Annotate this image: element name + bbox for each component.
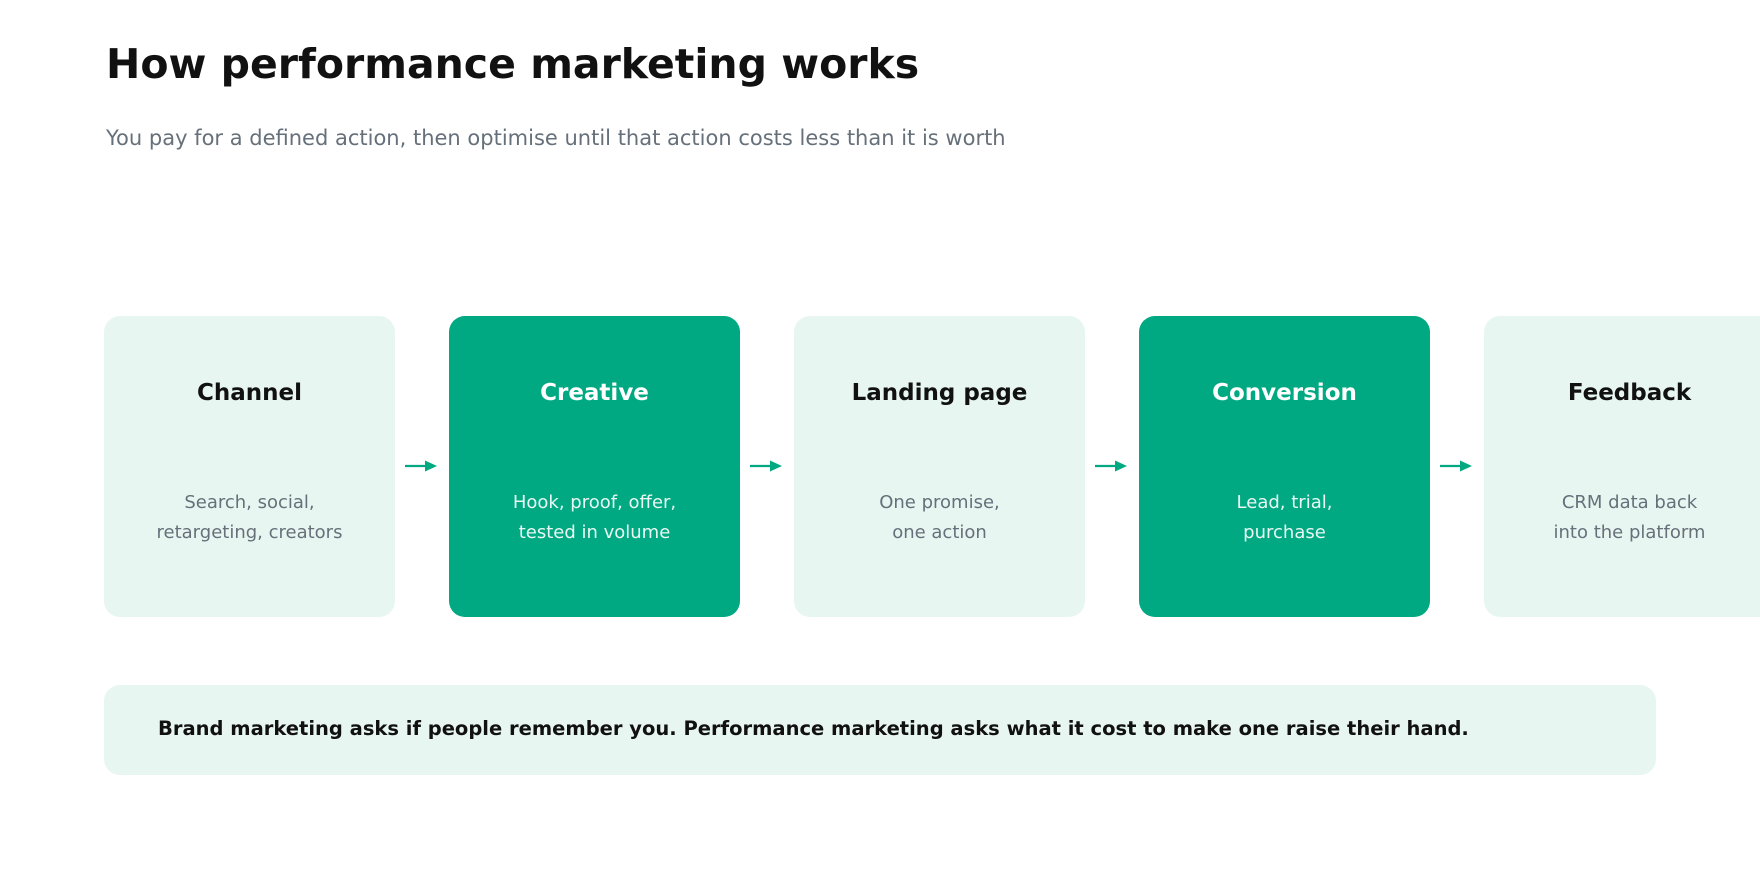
process-flow: Channel Search, social, retargeting, cre… [104,316,1760,617]
callout-note: Brand marketing asks if people remember … [104,685,1656,775]
step-card-creative: Creative Hook, proof, offer, tested in v… [449,316,740,617]
step-title: Conversion [1212,380,1357,406]
step-card-conversion: Conversion Lead, trial, purchase [1139,316,1430,617]
arrow-right-icon [1440,460,1472,472]
step-card-feedback: Feedback CRM data back into the platform [1484,316,1760,617]
step-description: Search, social, retargeting, creators [156,492,343,543]
arrow-right-icon [750,460,782,472]
callout-text: Brand marketing asks if people remember … [158,717,1469,740]
arrow-right-icon [405,460,437,472]
step-description: One promise, one action [879,492,1000,543]
step-title: Channel [196,380,302,406]
page-subtitle: You pay for a defined action, then optim… [106,126,1006,150]
step-title: Creative [540,380,649,406]
step-title: Feedback [1567,380,1692,406]
step-card-landing-page: Landing page One promise, one action [794,316,1085,617]
page-title: How performance marketing works [106,40,920,88]
step-card-channel: Channel Search, social, retargeting, cre… [104,316,395,617]
step-description: Hook, proof, offer, tested in volume [512,492,677,543]
arrow-right-icon [1095,460,1127,472]
step-title: Landing page [851,380,1028,406]
step-description: Lead, trial, purchase [1236,492,1333,543]
step-description: CRM data back into the platform [1553,492,1706,543]
